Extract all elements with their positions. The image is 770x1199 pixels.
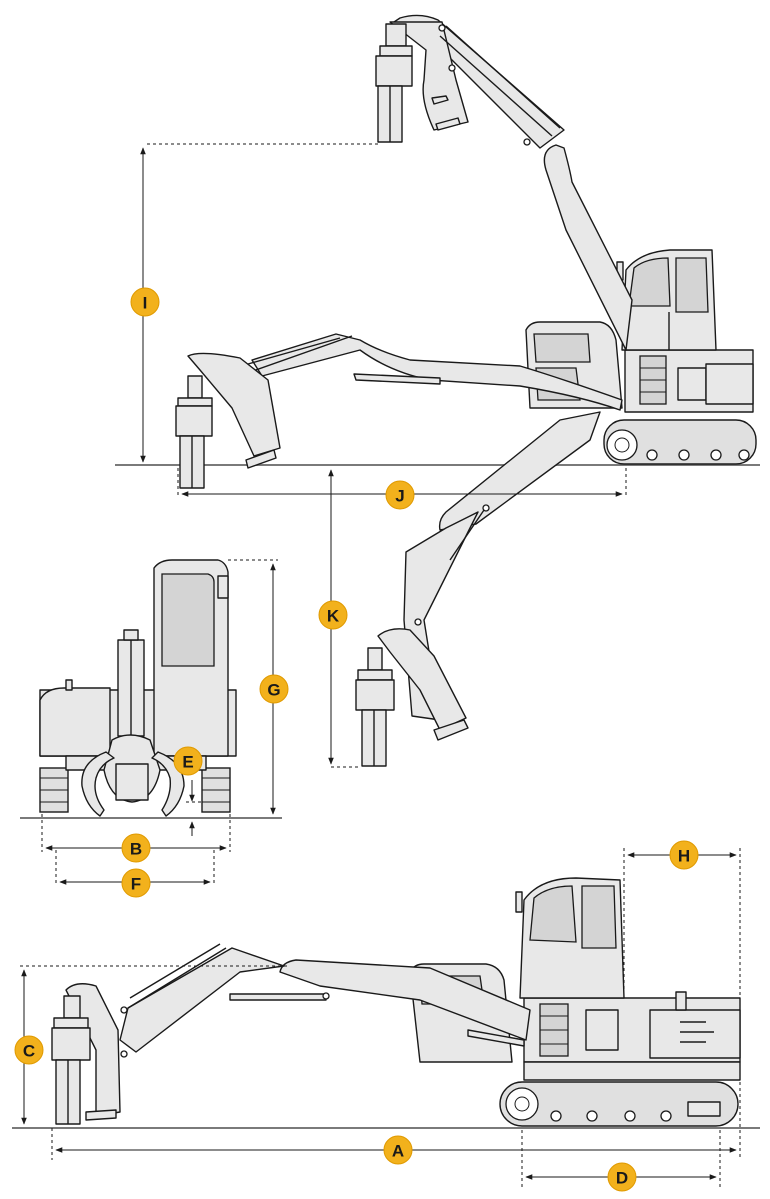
label-i: I — [143, 294, 148, 313]
label-badge-g: G — [259, 674, 289, 704]
label-f: F — [131, 875, 141, 894]
label-badge-i: I — [130, 287, 160, 317]
label-j: J — [395, 487, 404, 506]
bottom-side-view — [12, 848, 760, 1190]
elevated-cab-bottom — [515, 877, 625, 999]
label-h: H — [678, 847, 690, 866]
label-badge-d: D — [607, 1162, 637, 1192]
label-badge-j: J — [385, 480, 415, 510]
label-badge-e: E — [173, 746, 203, 776]
label-badge-c: C — [14, 1035, 44, 1065]
label-badge-a: A — [383, 1135, 413, 1165]
upper-body-bottom — [523, 991, 741, 1081]
label-k: K — [327, 607, 340, 626]
front-view — [20, 559, 282, 886]
label-e: E — [182, 753, 193, 772]
elevated-cab-top — [616, 249, 717, 351]
label-badge-b: B — [121, 833, 151, 863]
label-badge-f: F — [121, 868, 151, 898]
label-a: A — [392, 1142, 404, 1161]
label-c: C — [23, 1042, 35, 1061]
front-machine — [39, 559, 237, 817]
raised-boom — [387, 14, 633, 351]
label-b: B — [130, 840, 142, 859]
upper-body-top — [624, 349, 754, 413]
lowered-grab — [355, 647, 395, 767]
transport-grab — [51, 995, 91, 1125]
label-badge-h: H — [669, 840, 699, 870]
top-side-view — [115, 14, 760, 768]
level-boom — [187, 333, 623, 469]
lowered-boom — [377, 411, 601, 741]
level-grab — [175, 375, 213, 489]
label-d: D — [616, 1169, 628, 1188]
label-g: G — [267, 681, 280, 700]
label-badge-k: K — [318, 600, 348, 630]
undercarriage-bottom — [499, 1081, 739, 1127]
raised-grab — [375, 23, 413, 143]
undercarriage-top — [603, 419, 757, 465]
